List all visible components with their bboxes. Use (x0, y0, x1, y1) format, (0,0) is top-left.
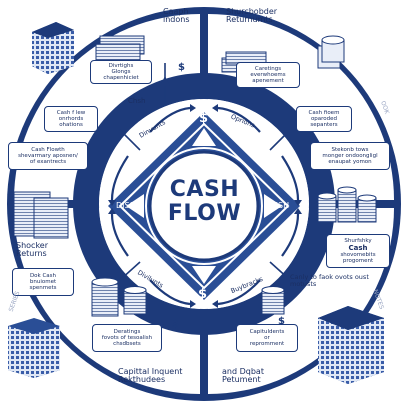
arrow-up-icon (192, 128, 216, 146)
coin-stack-icon (91, 277, 147, 317)
building-icon (32, 22, 74, 74)
coin-stack-icon (317, 186, 377, 223)
arrow-left-icon (126, 194, 144, 218)
money-stack-icon (95, 35, 145, 61)
building-icon (8, 318, 60, 378)
center-circle (148, 150, 260, 262)
dollar-sign-icon: $ (178, 62, 185, 73)
coin-stack-icon (317, 35, 345, 69)
arrow-right-icon (264, 194, 282, 218)
diamond-outline (118, 122, 290, 290)
dollar-sign-icon: $ (278, 316, 285, 327)
coin-stack-icon (261, 286, 285, 315)
money-stack-icon (13, 191, 69, 239)
side-label-left: DISSH (116, 201, 141, 210)
arrow-up-icon (160, 76, 170, 86)
dollar-sign-icon: $ (172, 319, 179, 330)
connector-line (269, 129, 291, 151)
arrow-down-icon (192, 266, 216, 284)
dollar-sign-icon: $ (198, 287, 207, 302)
flow-arrows (110, 106, 300, 306)
building-icon (318, 306, 384, 384)
dollar-sign-icon: $ (199, 111, 208, 126)
connector-line (119, 129, 141, 151)
center-arrows (126, 128, 282, 284)
ring-label-chsh: Chsh (128, 97, 146, 105)
flow-arrowheads (108, 104, 302, 308)
connector-line (119, 261, 141, 281)
connector-line (269, 261, 291, 281)
side-label-right: DUSH (266, 201, 290, 210)
